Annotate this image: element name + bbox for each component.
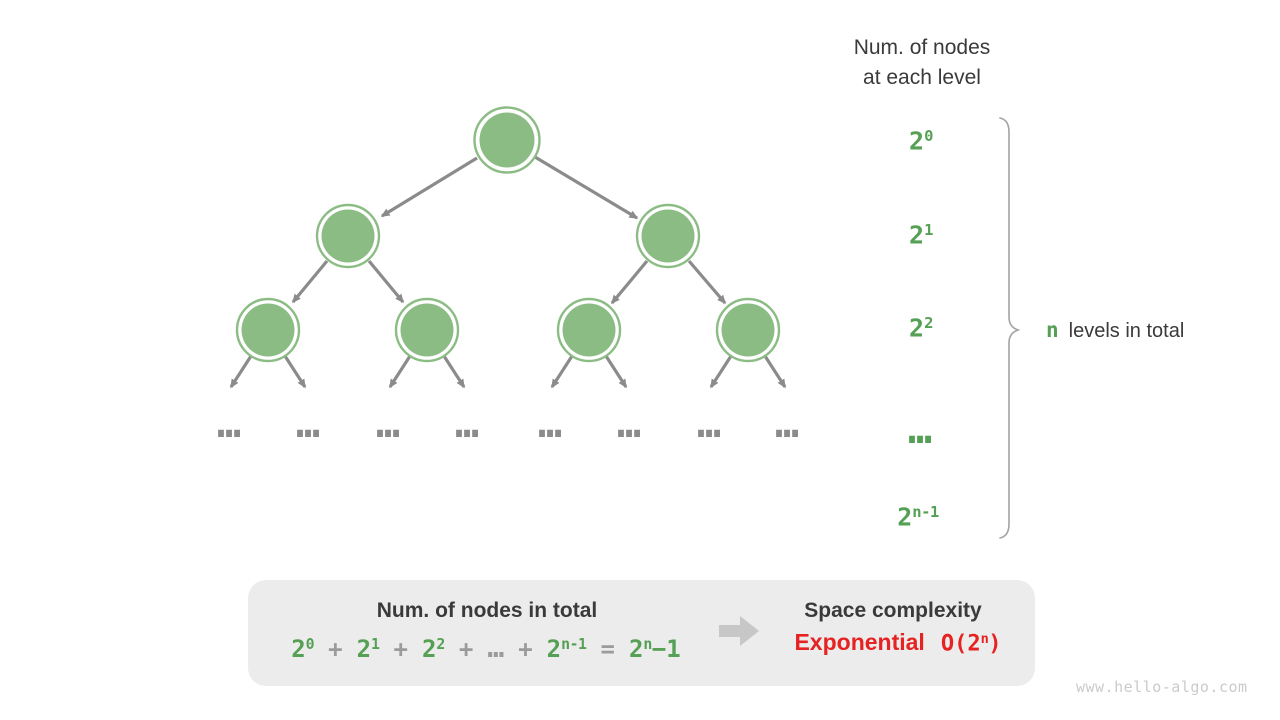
brace: [999, 117, 1021, 539]
formula-term: 2n−1: [628, 634, 681, 663]
level-count-last: 2n-1: [897, 503, 939, 532]
ellipsis-text: …: [295, 401, 321, 447]
brace-label-text: levels in total: [1068, 320, 1185, 342]
level-count-sup: 0: [924, 126, 933, 145]
panel-header-line1: Num. of nodes: [853, 36, 991, 59]
level-count-sup: n-1: [912, 502, 939, 521]
level-count-sup: 1: [924, 220, 933, 239]
brace-label-n: n: [1046, 318, 1059, 342]
level-count-sup: 2: [924, 313, 933, 332]
formula-term: 21: [356, 634, 380, 663]
formula-operator: +: [518, 635, 533, 663]
ellipsis-text: …: [216, 401, 242, 447]
summary-box: Num. of nodes in total 20 + 21 + 22 + … …: [248, 580, 1035, 686]
brace-label: n levels in total: [1046, 317, 1184, 344]
level-count-base: 2: [909, 220, 925, 250]
tree-node: [715, 297, 781, 363]
complexity-formula: O(2n): [940, 630, 1002, 657]
tree-edges: [229, 155, 787, 389]
tree-node: [394, 297, 460, 363]
formula-operator: +: [393, 635, 408, 663]
node-total-formula: 20 + 21 + 22 + … + 2n-1 = 2n−1: [268, 631, 704, 664]
level-count-1: 21: [909, 221, 933, 250]
tree-node: [635, 203, 701, 269]
level-count-ellipsis: …: [908, 410, 932, 450]
level-count-0: 20: [909, 127, 933, 156]
formula-operator: +: [328, 635, 343, 663]
ellipsis-text: …: [375, 401, 401, 447]
formula-term: 20: [291, 634, 315, 663]
ellipsis-text: …: [616, 401, 642, 447]
ellipsis-text: …: [907, 407, 933, 453]
tree-node: [556, 297, 622, 363]
summary-right-title: Space complexity: [804, 599, 982, 622]
summary-left-title: Num. of nodes in total: [376, 599, 598, 622]
level-count-2: 22: [909, 314, 933, 343]
formula-operator: +: [458, 635, 474, 663]
ellipsis-text: …: [774, 401, 800, 447]
panel-header: Num. of nodes at each level: [822, 33, 1022, 93]
complexity-result: Exponential O(2n): [748, 629, 1048, 663]
tree-node-root: [473, 106, 541, 174]
formula-term: 22: [421, 634, 445, 663]
ellipsis-text: …: [696, 401, 722, 447]
ellipsis-text: …: [487, 631, 505, 664]
panel-header-line2: at each level: [863, 66, 981, 89]
ellipsis-text: …: [537, 401, 563, 447]
complexity-label: Exponential: [794, 629, 925, 655]
formula-term: 2n-1: [546, 634, 587, 663]
tree-node: [235, 297, 301, 363]
ellipsis-text: …: [454, 401, 480, 447]
level-count-base: 2: [909, 313, 925, 343]
tree-nodes: [235, 106, 781, 363]
tree-node: [315, 203, 381, 269]
right-arrow-icon: [719, 616, 759, 646]
formula-operator: =: [600, 635, 615, 663]
level-count-base: 2: [897, 502, 913, 532]
level-count-base: 2: [909, 126, 925, 156]
watermark: www.hello-algo.com: [1076, 678, 1248, 696]
